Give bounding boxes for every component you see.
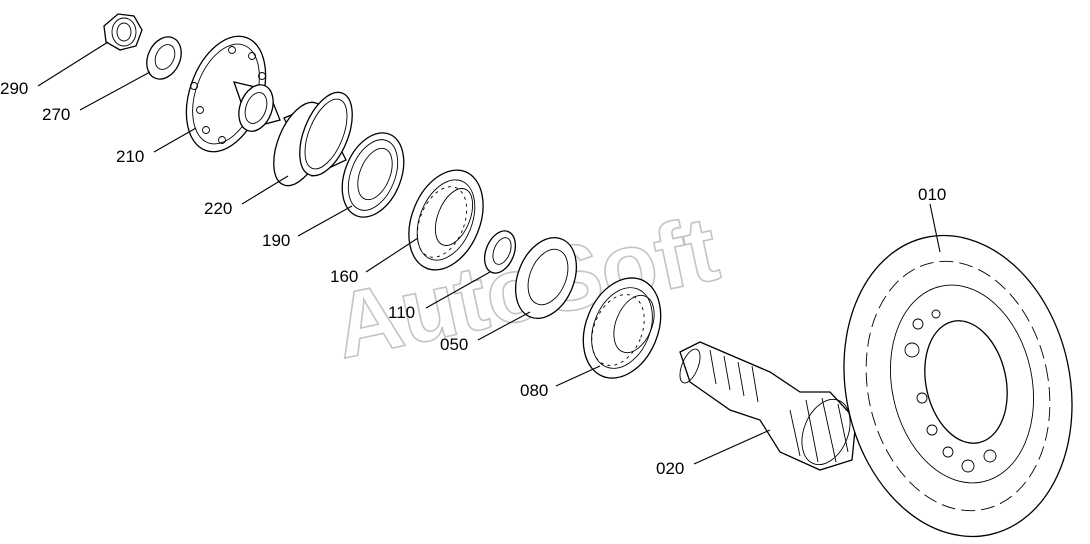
label-210: 210 — [116, 147, 144, 166]
flange-210 — [185, 35, 281, 153]
label-270: 270 — [42, 105, 70, 124]
ring-gear-010 — [843, 234, 1073, 538]
sleeve-220 — [273, 91, 353, 187]
label-010: 010 — [918, 185, 946, 204]
bearing-160 — [408, 169, 484, 271]
nut-290 — [103, 13, 143, 51]
pinion-shaft-020 — [679, 341, 857, 471]
label-290: 290 — [0, 79, 28, 98]
label-050: 050 — [440, 335, 468, 354]
label-190: 190 — [262, 231, 290, 250]
washer-270 — [146, 36, 182, 80]
label-080: 080 — [520, 381, 548, 400]
label-110: 110 — [388, 303, 415, 322]
seal-190 — [341, 132, 405, 218]
label-220: 220 — [204, 199, 232, 218]
spacer-110 — [483, 230, 517, 274]
shim-050 — [514, 237, 578, 319]
label-160: 160 — [330, 267, 358, 286]
bearing-080 — [582, 277, 662, 379]
label-020: 020 — [656, 459, 684, 478]
leader-lines — [37, 41, 941, 465]
